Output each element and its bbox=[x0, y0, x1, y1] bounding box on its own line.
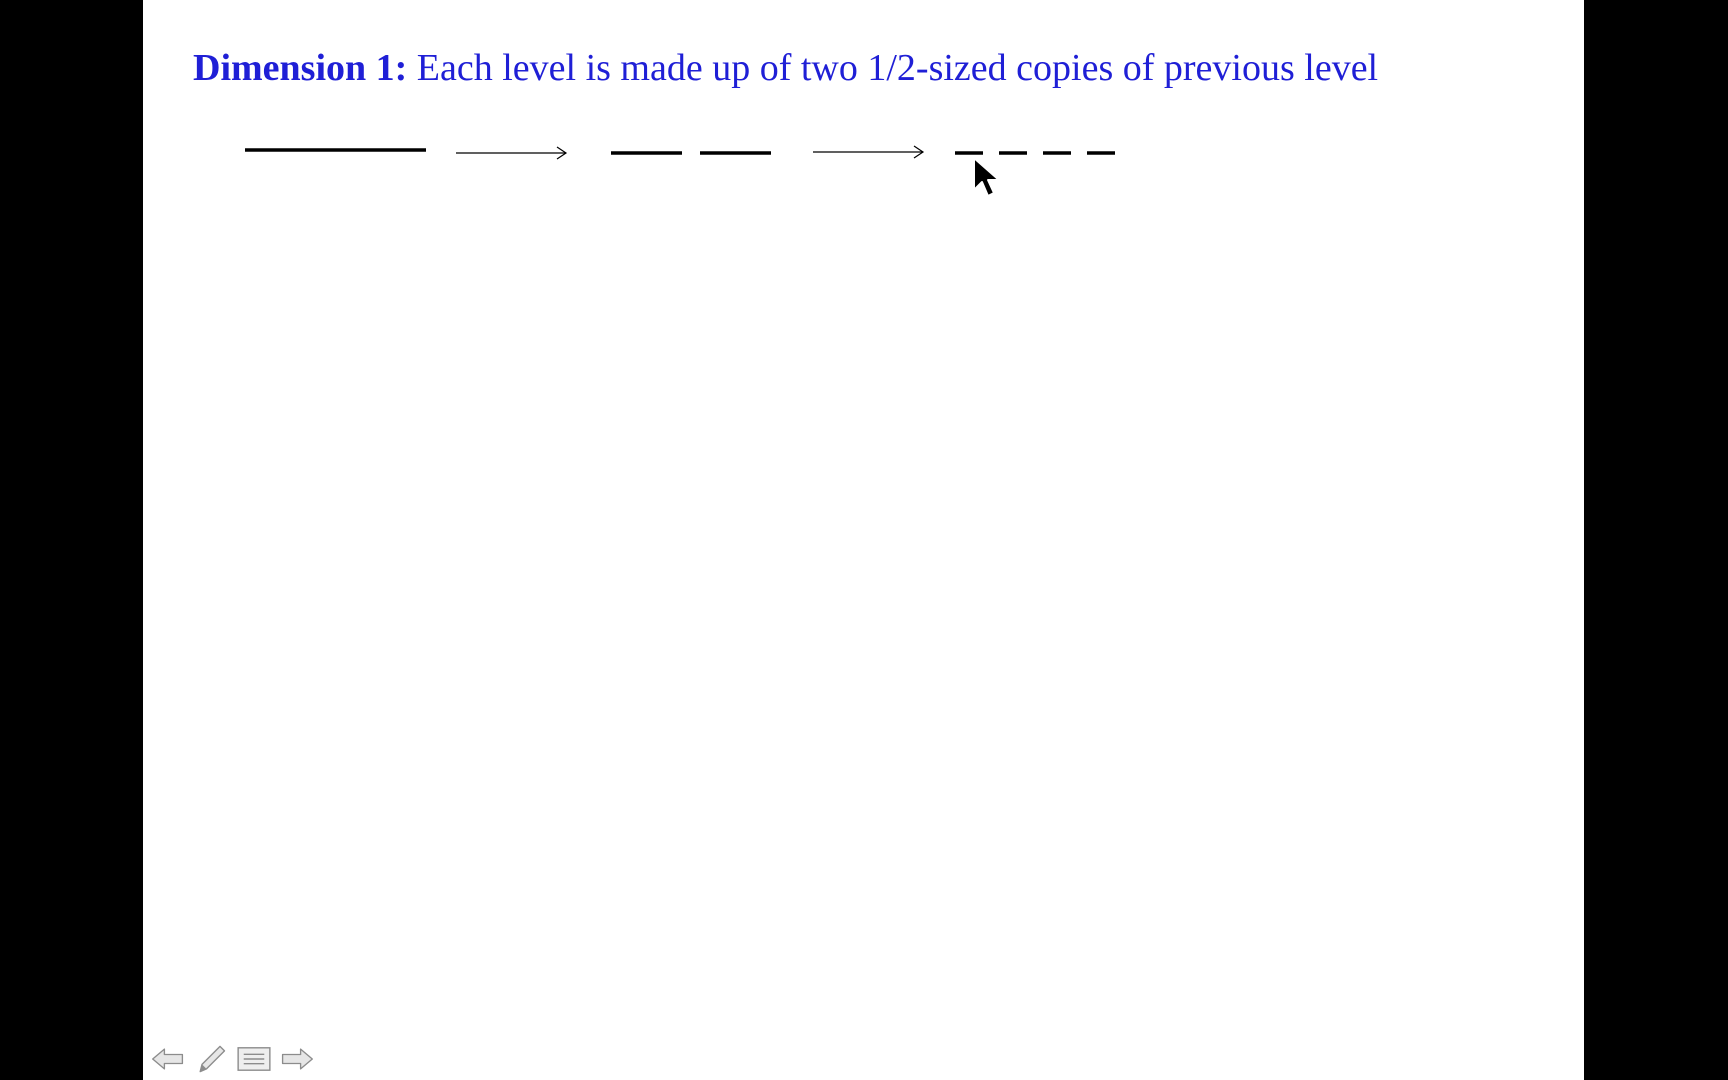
slideshow-toolbar bbox=[148, 1040, 317, 1078]
arrow-right-icon bbox=[281, 1048, 313, 1070]
level-arrow bbox=[813, 145, 925, 159]
title-label: Dimension 1: bbox=[193, 47, 408, 89]
next-slide-button[interactable] bbox=[277, 1040, 317, 1078]
slide-title: Dimension 1: Each level is made up of tw… bbox=[193, 46, 1378, 92]
menu-icon bbox=[237, 1047, 271, 1071]
level-arrow bbox=[456, 146, 568, 160]
title-text: Each level is made up of two 1/2-sized c… bbox=[407, 47, 1379, 89]
pen-icon bbox=[199, 1045, 226, 1073]
slide-menu-button[interactable] bbox=[234, 1040, 274, 1078]
slide: Dimension 1: Each level is made up of tw… bbox=[143, 0, 1584, 1080]
level-diagram bbox=[245, 145, 1115, 160]
arrow-left-icon bbox=[152, 1048, 184, 1070]
previous-slide-button[interactable] bbox=[148, 1040, 188, 1078]
mouse-cursor-icon bbox=[973, 157, 1000, 197]
pen-tool-button[interactable] bbox=[191, 1040, 231, 1078]
